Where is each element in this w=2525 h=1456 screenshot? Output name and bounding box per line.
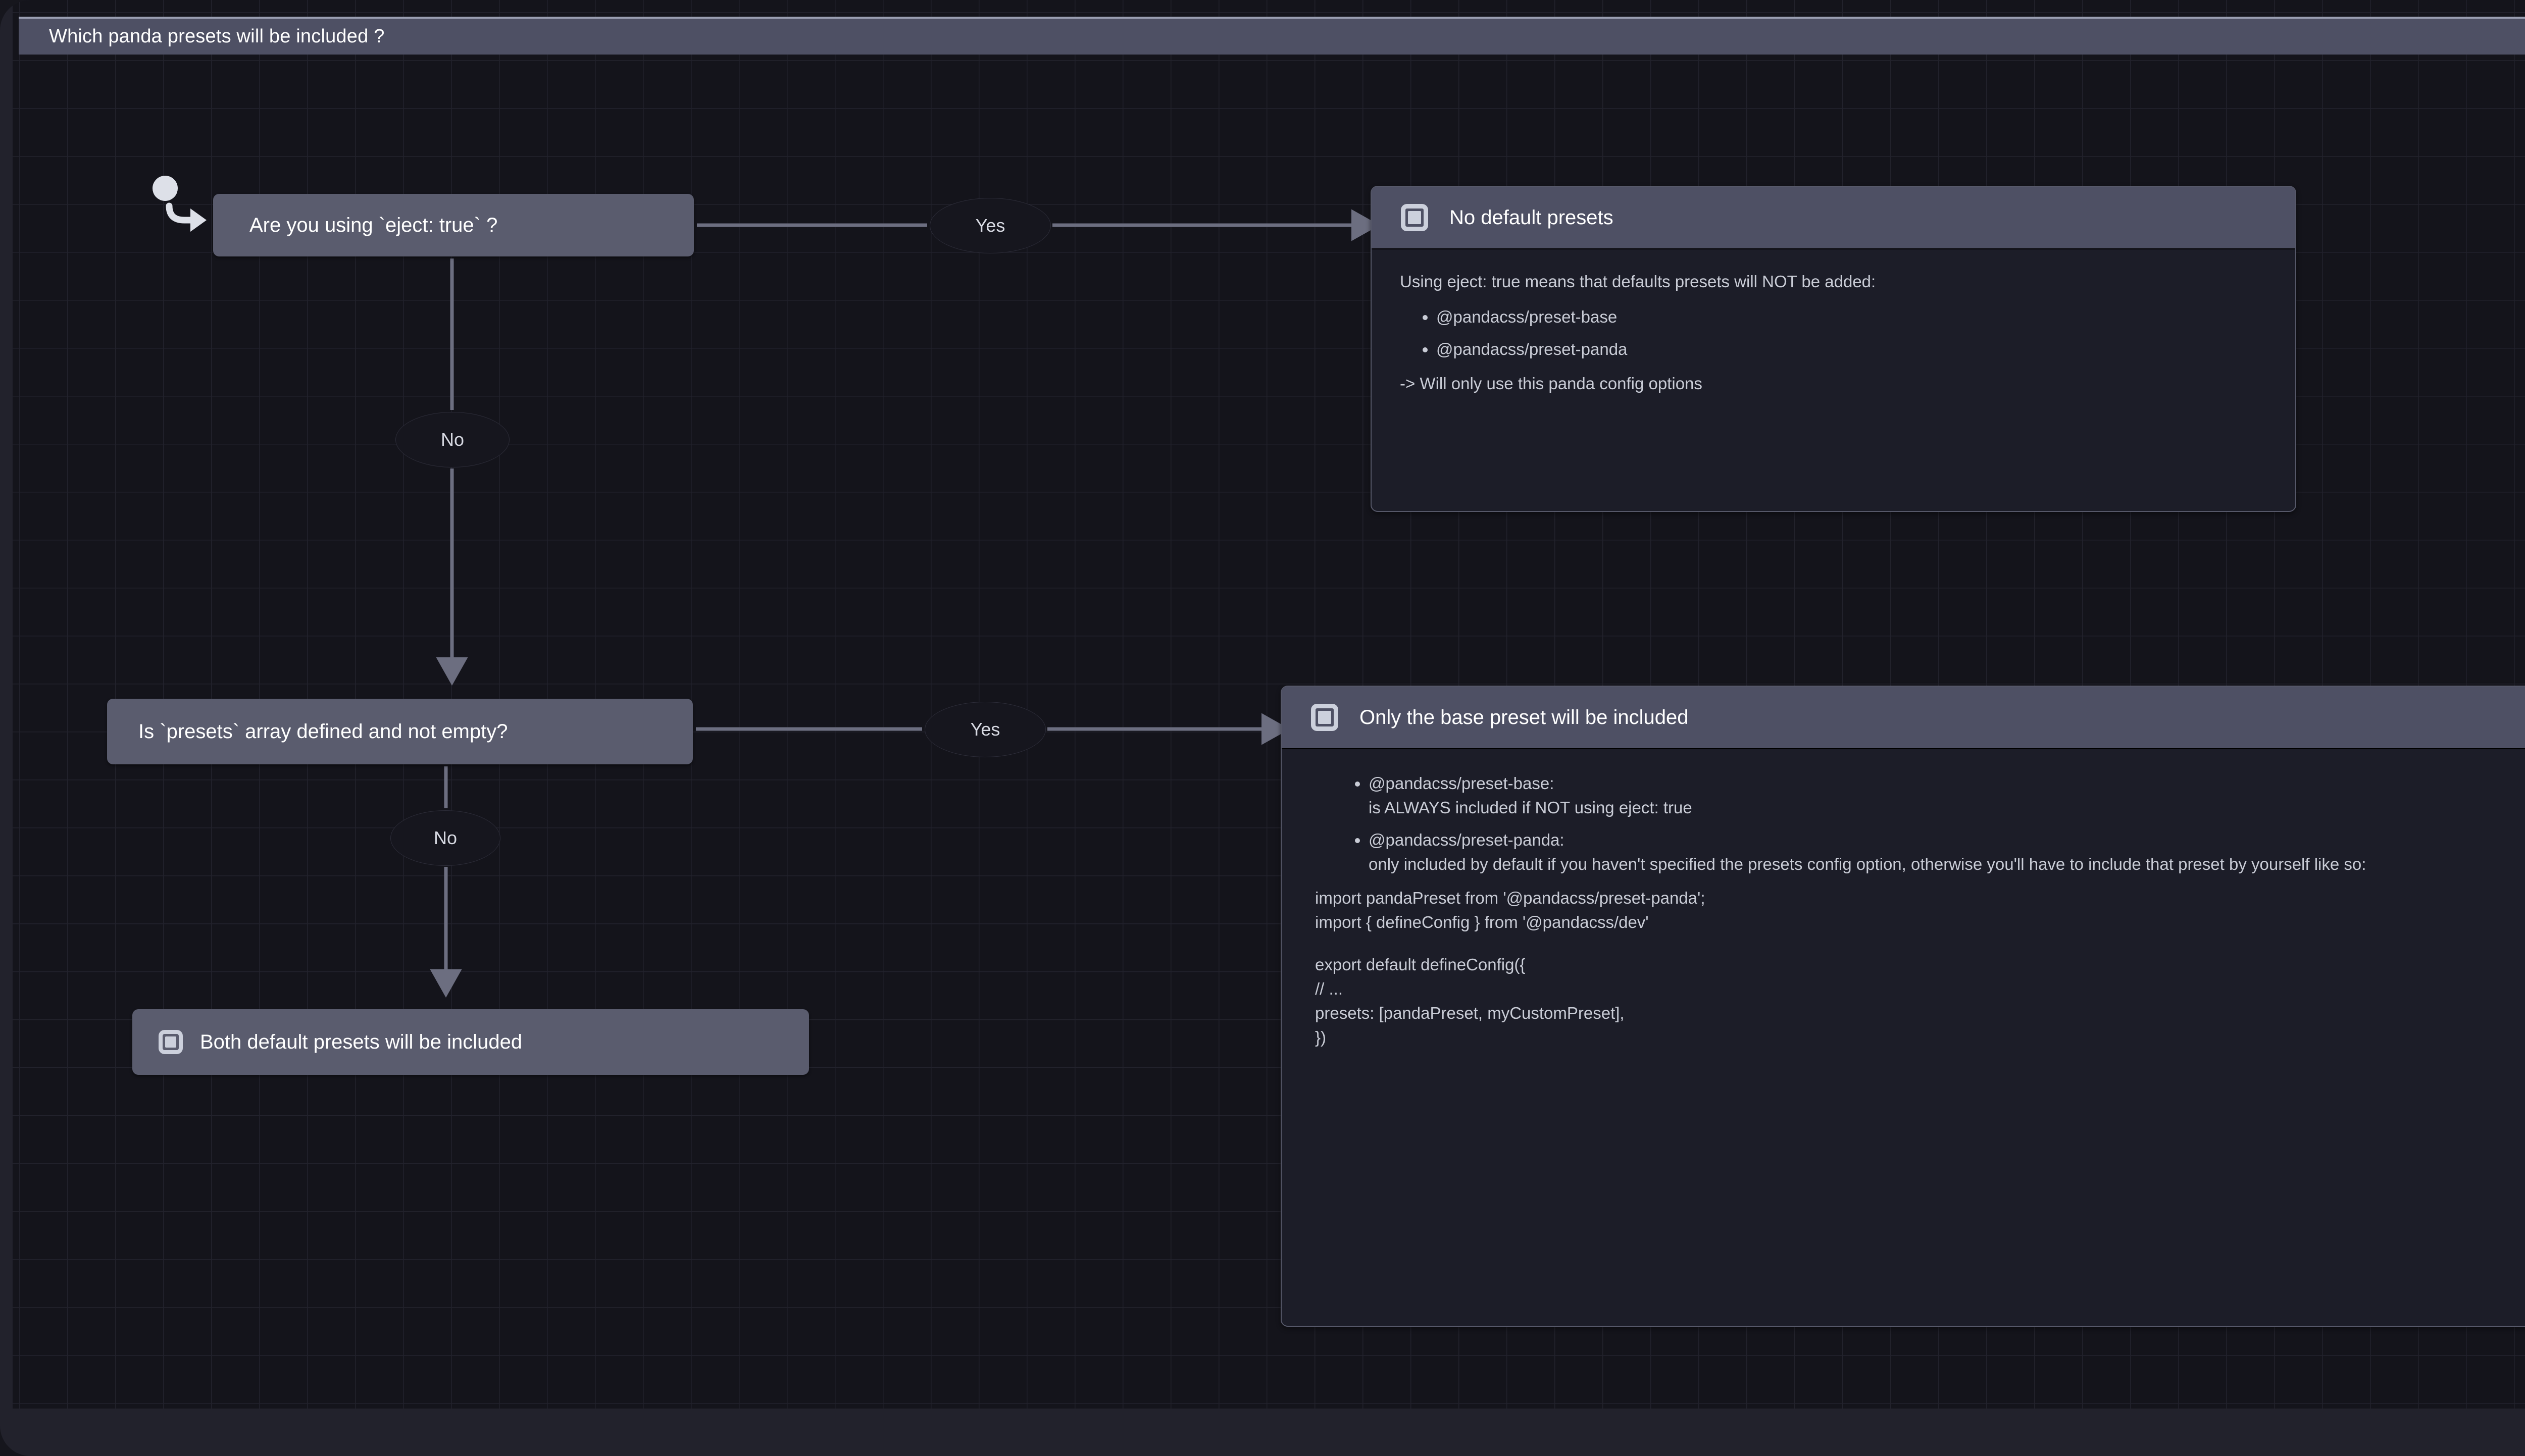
note-intro-text: Using eject: true means that defaults pr… <box>1400 272 1876 291</box>
preset-name: @pandacss/preset-base: <box>1369 774 1554 793</box>
decision-node-eject[interactable]: Are you using `eject: true` ? <box>213 194 694 256</box>
preset-list: @pandacss/preset-base: is ALWAYS include… <box>1315 771 2525 876</box>
note-panel-body: Using eject: true means that defaults pr… <box>1372 249 2295 424</box>
note-panel-body: @pandacss/preset-base: is ALWAYS include… <box>1282 749 2525 1066</box>
list-item: @pandacss/preset-base <box>1436 305 2267 329</box>
list-item: @pandacss/preset-panda: only included by… <box>1369 828 2525 876</box>
code-blank-line <box>1315 934 2525 953</box>
edge-label-yes-presets[interactable]: Yes <box>925 702 1046 757</box>
code-line: // ... <box>1315 979 1343 998</box>
code-line: presets: [pandaPreset, myCustomPreset], <box>1315 1003 1625 1022</box>
code-block: import pandaPreset from '@pandacss/prese… <box>1315 886 2525 1049</box>
code-line: import { defineConfig } from '@pandacss/… <box>1315 913 1649 932</box>
page-title: Which panda presets will be included ? <box>49 26 385 47</box>
edge-label-no-presets[interactable]: No <box>390 810 500 866</box>
note-panel-header: Only the base preset will be included <box>1282 687 2525 749</box>
preset-detail: only included by default if you haven't … <box>1369 854 2366 873</box>
code-line: import pandaPreset from '@pandacss/prese… <box>1315 889 1705 908</box>
result-node-both-default-presets-label: Both default presets will be included <box>200 1030 523 1053</box>
note-panel-no-default-presets[interactable]: No default presets Using eject: true mea… <box>1371 186 2296 512</box>
edge-label-yes-eject[interactable]: Yes <box>930 198 1051 253</box>
edge-label-no-eject[interactable]: No <box>395 412 510 467</box>
note-panel-title: No default presets <box>1449 206 1613 229</box>
code-line: }) <box>1315 1027 1327 1047</box>
diagram-title-bar: Which panda presets will be included ? <box>19 17 2525 55</box>
decision-node-presets-label: Is `presets` array defined and not empty… <box>138 720 508 743</box>
note-panel-title: Only the base preset will be included <box>1359 706 1689 729</box>
list-item: @pandacss/preset-base: is ALWAYS include… <box>1369 771 2525 820</box>
note-outro-text: -> Will only use this panda config optio… <box>1400 374 1702 393</box>
note-icon <box>1311 704 1338 731</box>
note-icon <box>159 1030 183 1054</box>
note-panel-header: No default presets <box>1372 187 2295 249</box>
decision-node-eject-label: Are you using `eject: true` ? <box>249 214 498 236</box>
code-line: export default defineConfig({ <box>1315 955 1526 974</box>
result-node-both-default-presets[interactable]: Both default presets will be included <box>132 1009 809 1075</box>
preset-list: @pandacss/preset-base @pandacss/preset-p… <box>1400 305 2267 361</box>
preset-name: @pandacss/preset-panda: <box>1369 830 1564 849</box>
list-item: @pandacss/preset-panda <box>1436 337 2267 361</box>
note-panel-only-base-preset[interactable]: Only the base preset will be included @p… <box>1281 686 2525 1327</box>
preset-detail: is ALWAYS included if NOT using eject: t… <box>1369 798 1692 817</box>
note-icon <box>1401 204 1428 231</box>
decision-node-presets[interactable]: Is `presets` array defined and not empty… <box>107 699 693 764</box>
